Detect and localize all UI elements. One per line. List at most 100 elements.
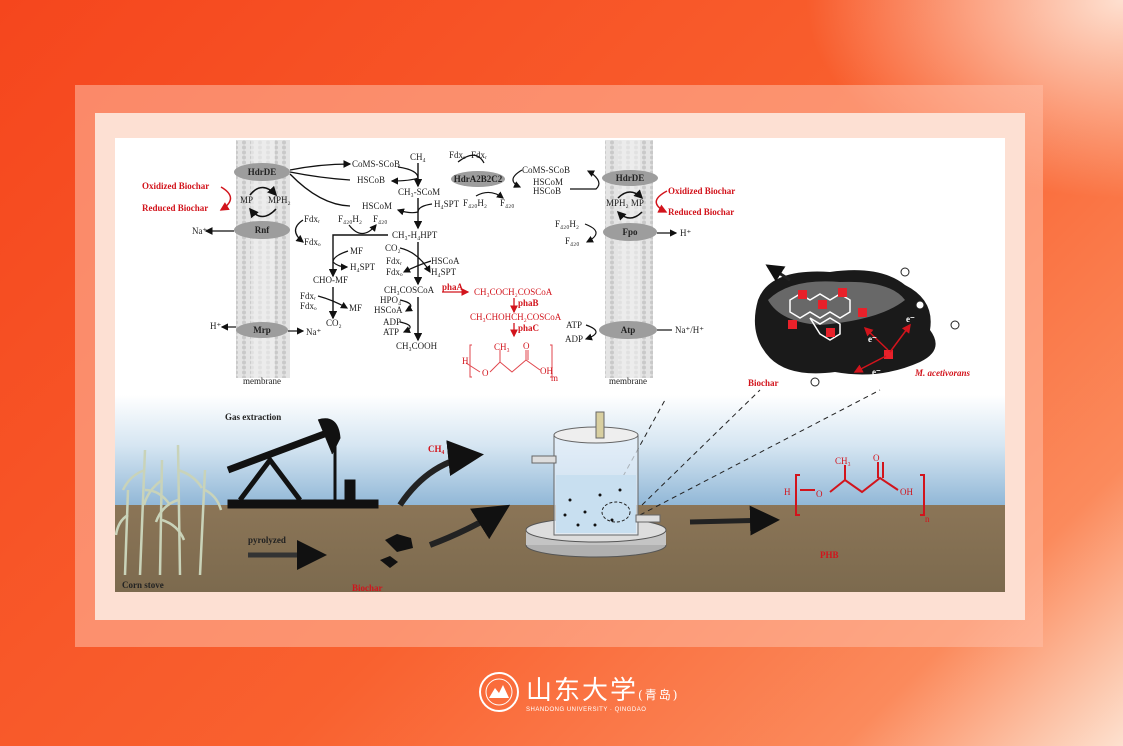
diagram-label: O [482, 368, 489, 378]
phb-structure-small [465, 344, 553, 378]
hdrde-complex [234, 163, 290, 181]
diagram-label: HSCoM [362, 201, 392, 211]
diagram-label: PHB [820, 550, 839, 560]
diagram-label: H⁺ [210, 321, 221, 331]
diagram-label: F₄₂₀ [565, 236, 579, 246]
diagram-label: ATP [566, 320, 582, 330]
diagram-label: Fdxₒ [304, 237, 321, 247]
diagram-label: Gas extraction [225, 412, 281, 422]
diagram-label: CH₃COCH₂COSCoA [474, 287, 553, 297]
diagram-label: H₄SPT [434, 199, 460, 209]
diagram-label: Na⁺ [192, 226, 207, 236]
diagram-label: F₄₂₀H₂ [338, 214, 362, 224]
ch4-arrow [397, 440, 484, 507]
diagram-label: e⁻ [906, 314, 915, 324]
diagram-label: HSCoB [357, 175, 385, 185]
left-membrane: HdrDE MP MPH₂ Rnf Na⁺ Mrp H⁺ Na⁺ membran… [142, 140, 321, 386]
diagram-label: MPH₂ MP [606, 198, 644, 208]
diagram-label: MF [350, 246, 363, 256]
diagram-label: CO₂ [326, 318, 342, 328]
pump-jack [226, 418, 379, 509]
diagram-label: Fpo [622, 227, 638, 237]
campus-name-cn: (青岛) [638, 688, 680, 702]
diagram-label: Na⁺ [306, 327, 321, 337]
diagram-label: Reduced Biochar [668, 207, 734, 217]
diagram-label: e⁻ [872, 367, 881, 377]
diagram-label: CH₃COSCoA [384, 285, 435, 295]
diagram-label: M. acetivorans [914, 368, 970, 378]
diagram-label: Fdxᵣ [304, 214, 320, 224]
diagram-label: m [551, 373, 558, 383]
diagram-label: CH₄ [428, 444, 445, 454]
diagram-label: CH₃-SCoM [398, 187, 440, 197]
diagram-label: CoMS-SCoB [352, 159, 400, 169]
diagram-label: HPO₄ [380, 295, 401, 305]
diagram-label: H⁺ [680, 228, 691, 238]
diagram-label: Reduced Biochar [142, 203, 208, 213]
diagram-label: H [784, 487, 791, 497]
diagram-label: MP [240, 195, 253, 205]
diagram-label: MF [349, 303, 362, 313]
diagram-label: O [816, 489, 823, 499]
biochar-pieces [380, 534, 413, 568]
diagram-label: CH₃ [835, 456, 851, 466]
biochar-arrow [428, 504, 511, 548]
diagram-label: CoMS-SCoB [522, 165, 570, 175]
right-membrane: HdrDE MPH₂ MP Oxidized Biochar Reduced B… [555, 140, 735, 386]
diagram-label: CH₃CHOHCH₂COSCoA [470, 312, 562, 322]
diagram-label: F₄₂₀H₂ [463, 198, 487, 208]
diagram-label: Biochar [748, 378, 779, 388]
diagram-label: Fdxᵣ [471, 150, 487, 160]
diagram-label: Biochar [352, 583, 383, 593]
diagram-label: Fdxₒ [386, 267, 403, 277]
diagram-label: O [523, 341, 530, 351]
diagram-label: HSCoA [374, 305, 403, 315]
diagram-label: ATP [383, 327, 399, 337]
diagram-label: HSCoA [431, 256, 460, 266]
diagram-label: F₄₂₀H₂ [555, 219, 579, 229]
rnf-complex [234, 221, 290, 239]
diagram-label: H₄SPT [350, 262, 376, 272]
diagram-label: Atp [621, 325, 636, 335]
diagram-label: n [925, 514, 930, 524]
diagram-label: ADP [383, 317, 401, 327]
corn-stalks [114, 444, 223, 576]
bioreactor [525, 411, 667, 558]
diagram-label: F₄₂₀ [373, 214, 387, 224]
diagram-label: membrane [243, 376, 281, 386]
hdr-a2b2c2-complex: Fdxₒ Fdxᵣ HdrA2B2C2 CoMS-SCoB HSCoM HSCo… [449, 150, 600, 208]
diagram-label: HSCoB [533, 186, 561, 196]
diagram-label: phaB [518, 298, 539, 308]
diagram-label: Fdxᵣ [386, 256, 402, 266]
diagram-label: OH [540, 366, 553, 376]
diagram-label: Na⁺/H⁺ [675, 325, 704, 335]
phb-arrow [689, 505, 780, 536]
diagram-label: CH₃ [494, 342, 510, 352]
diagram-label: Mrp [253, 325, 271, 335]
diagram-label: Fdxₒ [300, 301, 317, 311]
diagram-label: pyrolyzed [248, 535, 286, 545]
university-logo: 山东大学(青岛) SHANDONG UNIVERSITY · QINGDAO [478, 670, 679, 713]
diagram-label: membrane [609, 376, 647, 386]
methanogenesis-pathway: CoMS-SCoB HSCoB CH₄ CH₃-SCoM HSCoM H₄SPT… [294, 152, 562, 383]
biochar-particle: e⁻ e⁻ e⁻ Biochar M. acetivorans [748, 264, 970, 388]
diagram-label: MPH₂ [268, 195, 291, 205]
diagram-label: Fdxₒ [449, 150, 466, 160]
diagram-label: Oxidized Biochar [142, 181, 209, 191]
diagram-label: O [873, 453, 880, 463]
diagram-label: HdrDE [248, 167, 277, 177]
phb-structure [795, 462, 925, 516]
diagram-label: CH₃-H₄HPT [392, 230, 438, 240]
diagram-label: CO₂ [385, 243, 401, 253]
diagram-label: phaA [442, 282, 464, 292]
diagram-label: phaC [518, 323, 539, 333]
diagram-label: HdrA2B2C2 [454, 174, 503, 184]
diagram-label: CH₄ [410, 152, 426, 162]
diagram-label: Fdxᵣ [300, 291, 316, 301]
university-seal-icon [479, 671, 519, 712]
diagram-label: CH₃COOH [396, 341, 438, 351]
diagram-label: Oxidized Biochar [668, 186, 735, 196]
mrp-complex [236, 322, 288, 338]
diagram-label: HSCoM [533, 177, 563, 187]
